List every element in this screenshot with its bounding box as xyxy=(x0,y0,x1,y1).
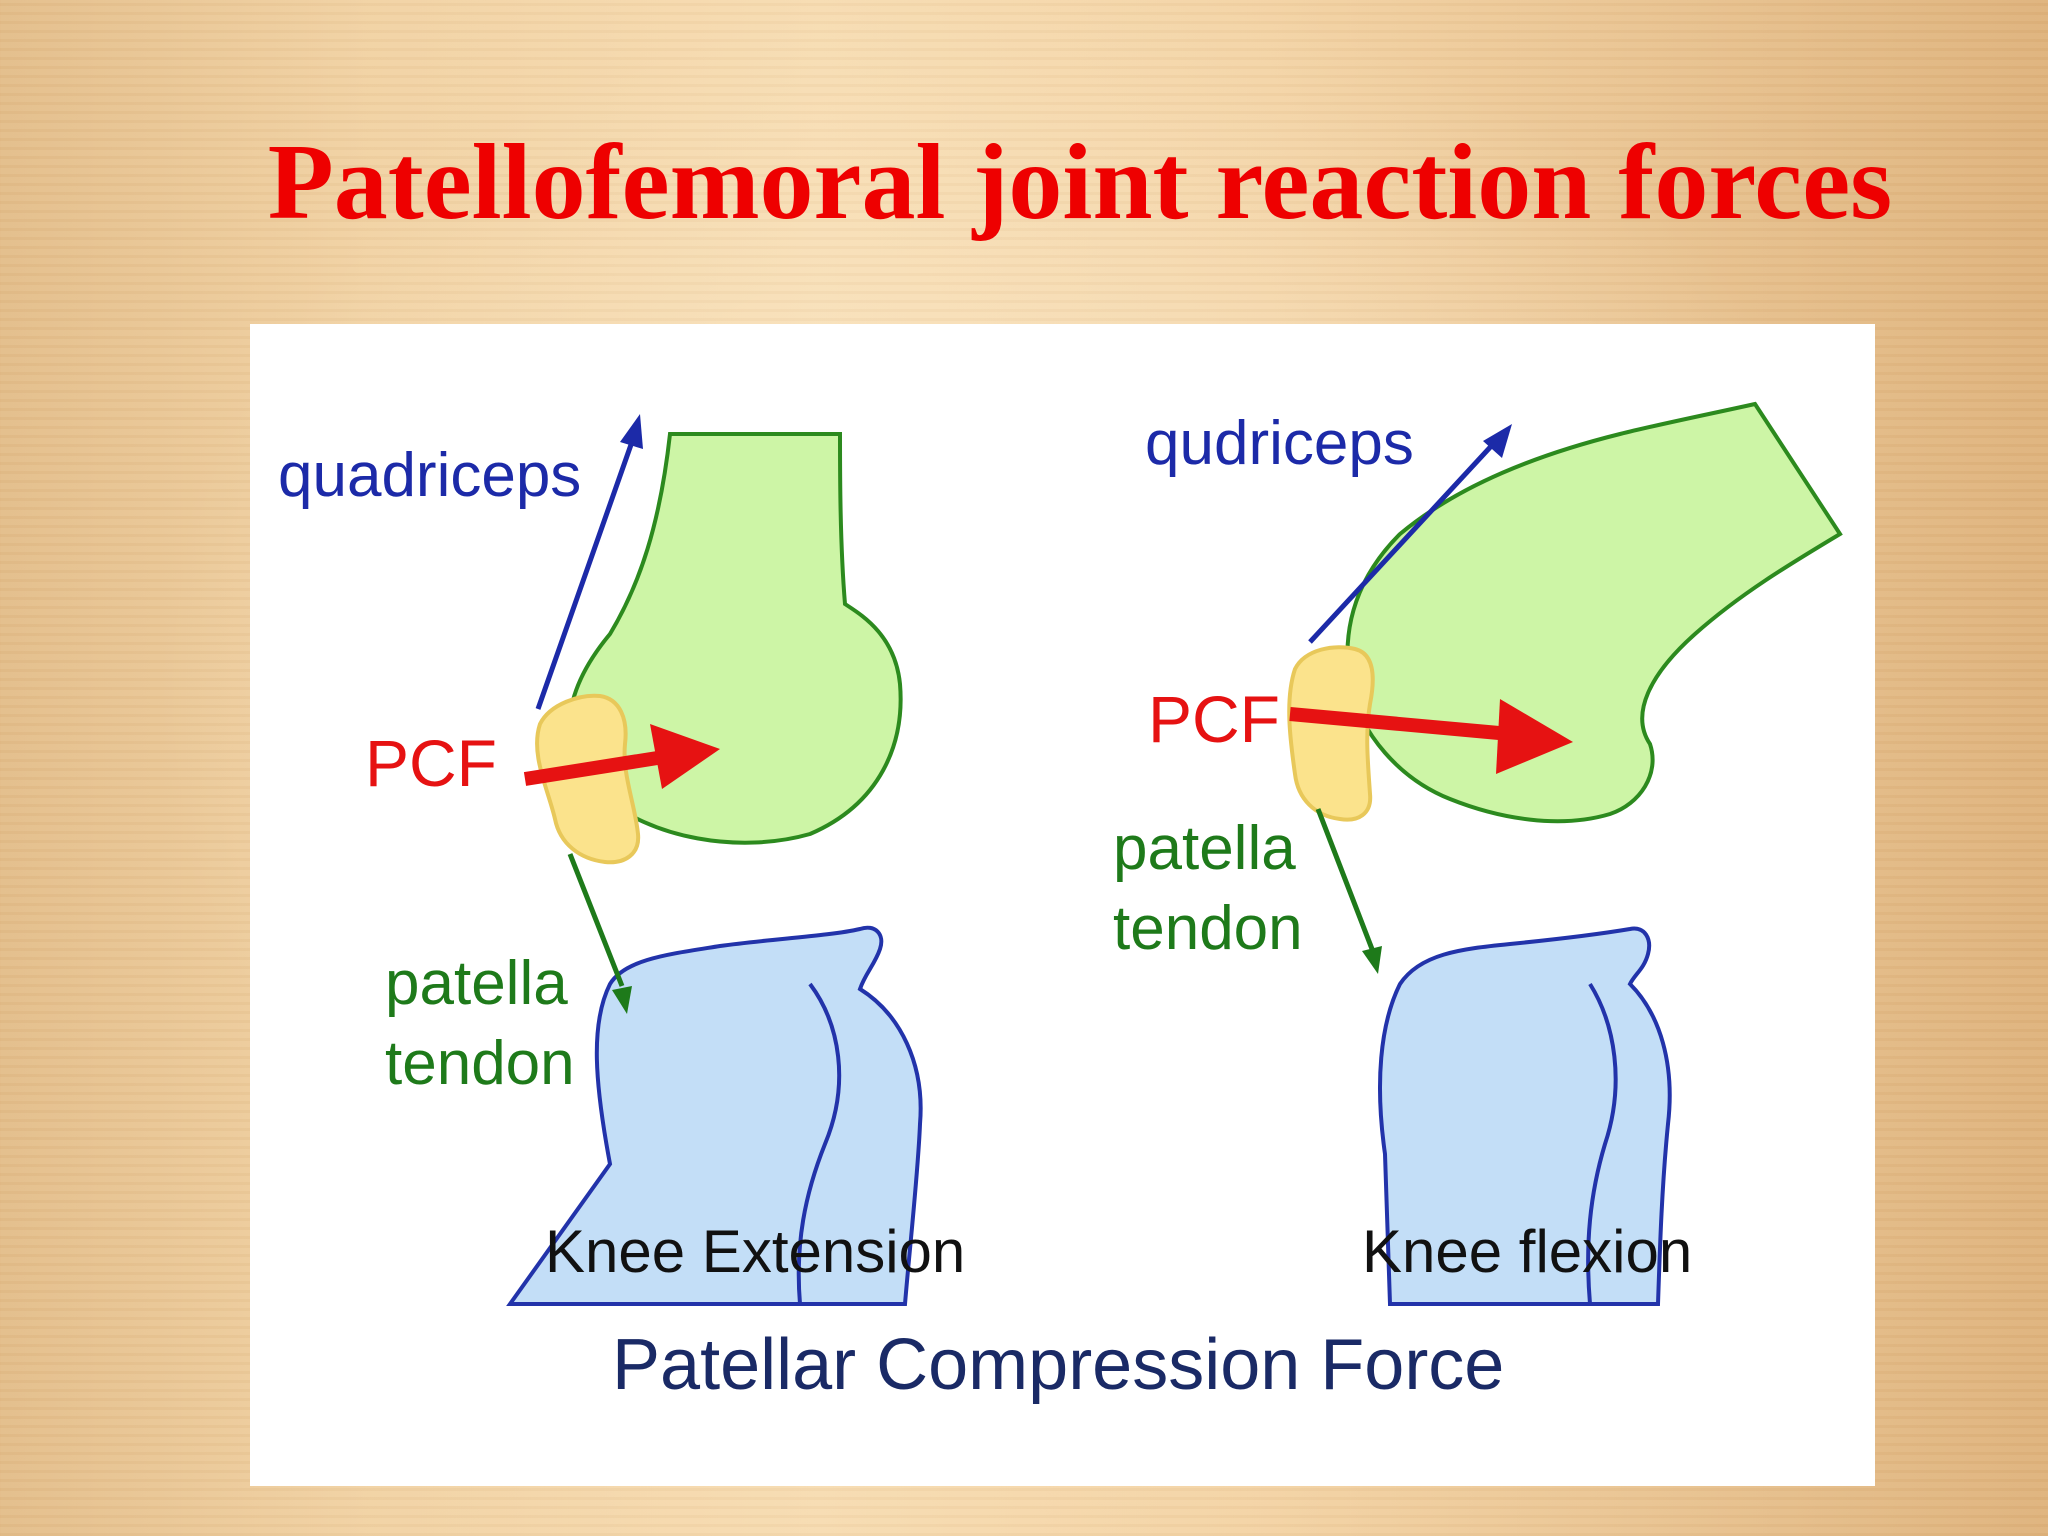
extension-fibula-line xyxy=(796,982,842,1305)
extension-quadriceps-label: quadriceps xyxy=(278,441,581,510)
flexion-quadriceps-arrowhead xyxy=(1483,424,1512,458)
extension-patella xyxy=(535,693,641,865)
knee-flexion-diagram: qudriceps PCF patella tendon Knee flexio… xyxy=(1113,401,1843,1306)
knee-extension-diagram: quadriceps PCF patella tendon Knee Exten… xyxy=(278,414,965,1306)
flexion-quadriceps-label: qudriceps xyxy=(1145,409,1414,478)
diagram-caption: Patellar Compression Force xyxy=(612,1325,1504,1405)
extension-femur xyxy=(567,432,903,845)
extension-tendon-arrow xyxy=(567,853,625,987)
slide-title: Patellofemoral joint reaction forces xyxy=(267,123,1893,242)
knee-diagram: quadriceps PCF patella tendon Knee Exten… xyxy=(278,401,1843,1405)
flexion-tendon-label-line2: tendon xyxy=(1113,894,1303,963)
extension-caption: Knee Extension xyxy=(545,1218,965,1285)
extension-quadriceps-arrowhead xyxy=(620,414,643,449)
flexion-quadriceps-arrow xyxy=(1308,440,1497,644)
flexion-pcf-label: PCF xyxy=(1148,682,1280,756)
flexion-tendon-arrow xyxy=(1315,808,1375,950)
extension-tibia xyxy=(506,925,923,1306)
extension-quadriceps-arrow xyxy=(535,438,636,710)
extension-pcf-arrowhead xyxy=(650,724,720,789)
flexion-tendon-arrowhead xyxy=(1362,946,1382,974)
flexion-pcf-arrowhead xyxy=(1496,699,1573,774)
flexion-pcf-arrow xyxy=(1289,707,1511,741)
knee-diagram-panel: quadriceps PCF patella tendon Knee Exten… xyxy=(250,324,1875,1486)
extension-pcf-label: PCF xyxy=(365,726,497,800)
extension-tendon-label-line1: patella xyxy=(385,949,568,1018)
extension-tendon-label-line2: tendon xyxy=(385,1029,575,1098)
flexion-tendon-label-line1: patella xyxy=(1113,814,1296,883)
flexion-femur xyxy=(1345,401,1843,824)
flexion-caption: Knee flexion xyxy=(1362,1218,1692,1285)
flexion-patella xyxy=(1287,645,1375,822)
flexion-tibia xyxy=(1378,926,1672,1306)
flexion-fibula-line xyxy=(1586,982,1618,1305)
extension-pcf-arrow xyxy=(523,749,672,786)
extension-tendon-arrowhead xyxy=(612,986,632,1014)
